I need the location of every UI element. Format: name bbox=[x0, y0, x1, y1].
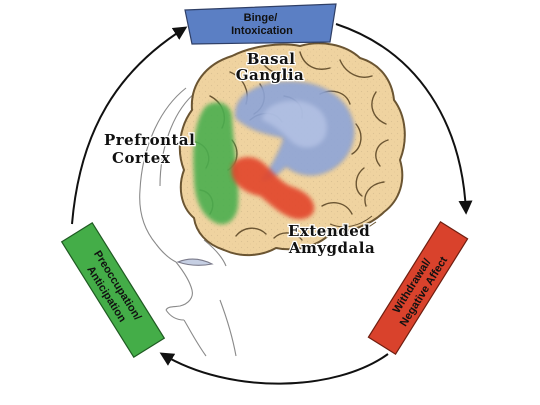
arrow-preoccupation-to-binge bbox=[71, 26, 188, 225]
prefrontal-cortex-label: Prefrontal Cortex bbox=[104, 131, 201, 167]
basal-ganglia-region bbox=[235, 81, 355, 181]
extended-amygdala-shape bbox=[231, 157, 315, 220]
arrow-binge-to-withdrawal bbox=[335, 23, 473, 215]
face-profile bbox=[139, 87, 237, 357]
basal-ganglia-label: Basal Ganglia bbox=[236, 50, 305, 84]
cycle-arrows bbox=[71, 23, 473, 385]
withdrawal-negative-affect-box bbox=[367, 221, 469, 355]
preoccupation-anticipation-stage: Preoccupation/ Anticipation bbox=[60, 221, 166, 359]
extended-amygdala-label: Extended Amygdala bbox=[288, 222, 376, 257]
binge-intoxication-stage: Binge/ Intoxication bbox=[184, 3, 337, 45]
cerebellum-lines bbox=[325, 215, 377, 235]
prefrontal-cortex-shape bbox=[193, 102, 239, 225]
preoccupation-anticipation-box bbox=[60, 221, 166, 359]
svg-text:Binge/ Intoxication: Binge/ Intoxication bbox=[231, 12, 293, 37]
eye bbox=[176, 258, 214, 266]
withdrawal-negative-affect-stage: Withdrawal/ Negative Affect bbox=[367, 221, 469, 355]
basal-ganglia-inner bbox=[262, 100, 327, 148]
arrow-withdrawal-to-preoccupation bbox=[159, 352, 389, 385]
binge-intoxication-box bbox=[184, 3, 337, 45]
